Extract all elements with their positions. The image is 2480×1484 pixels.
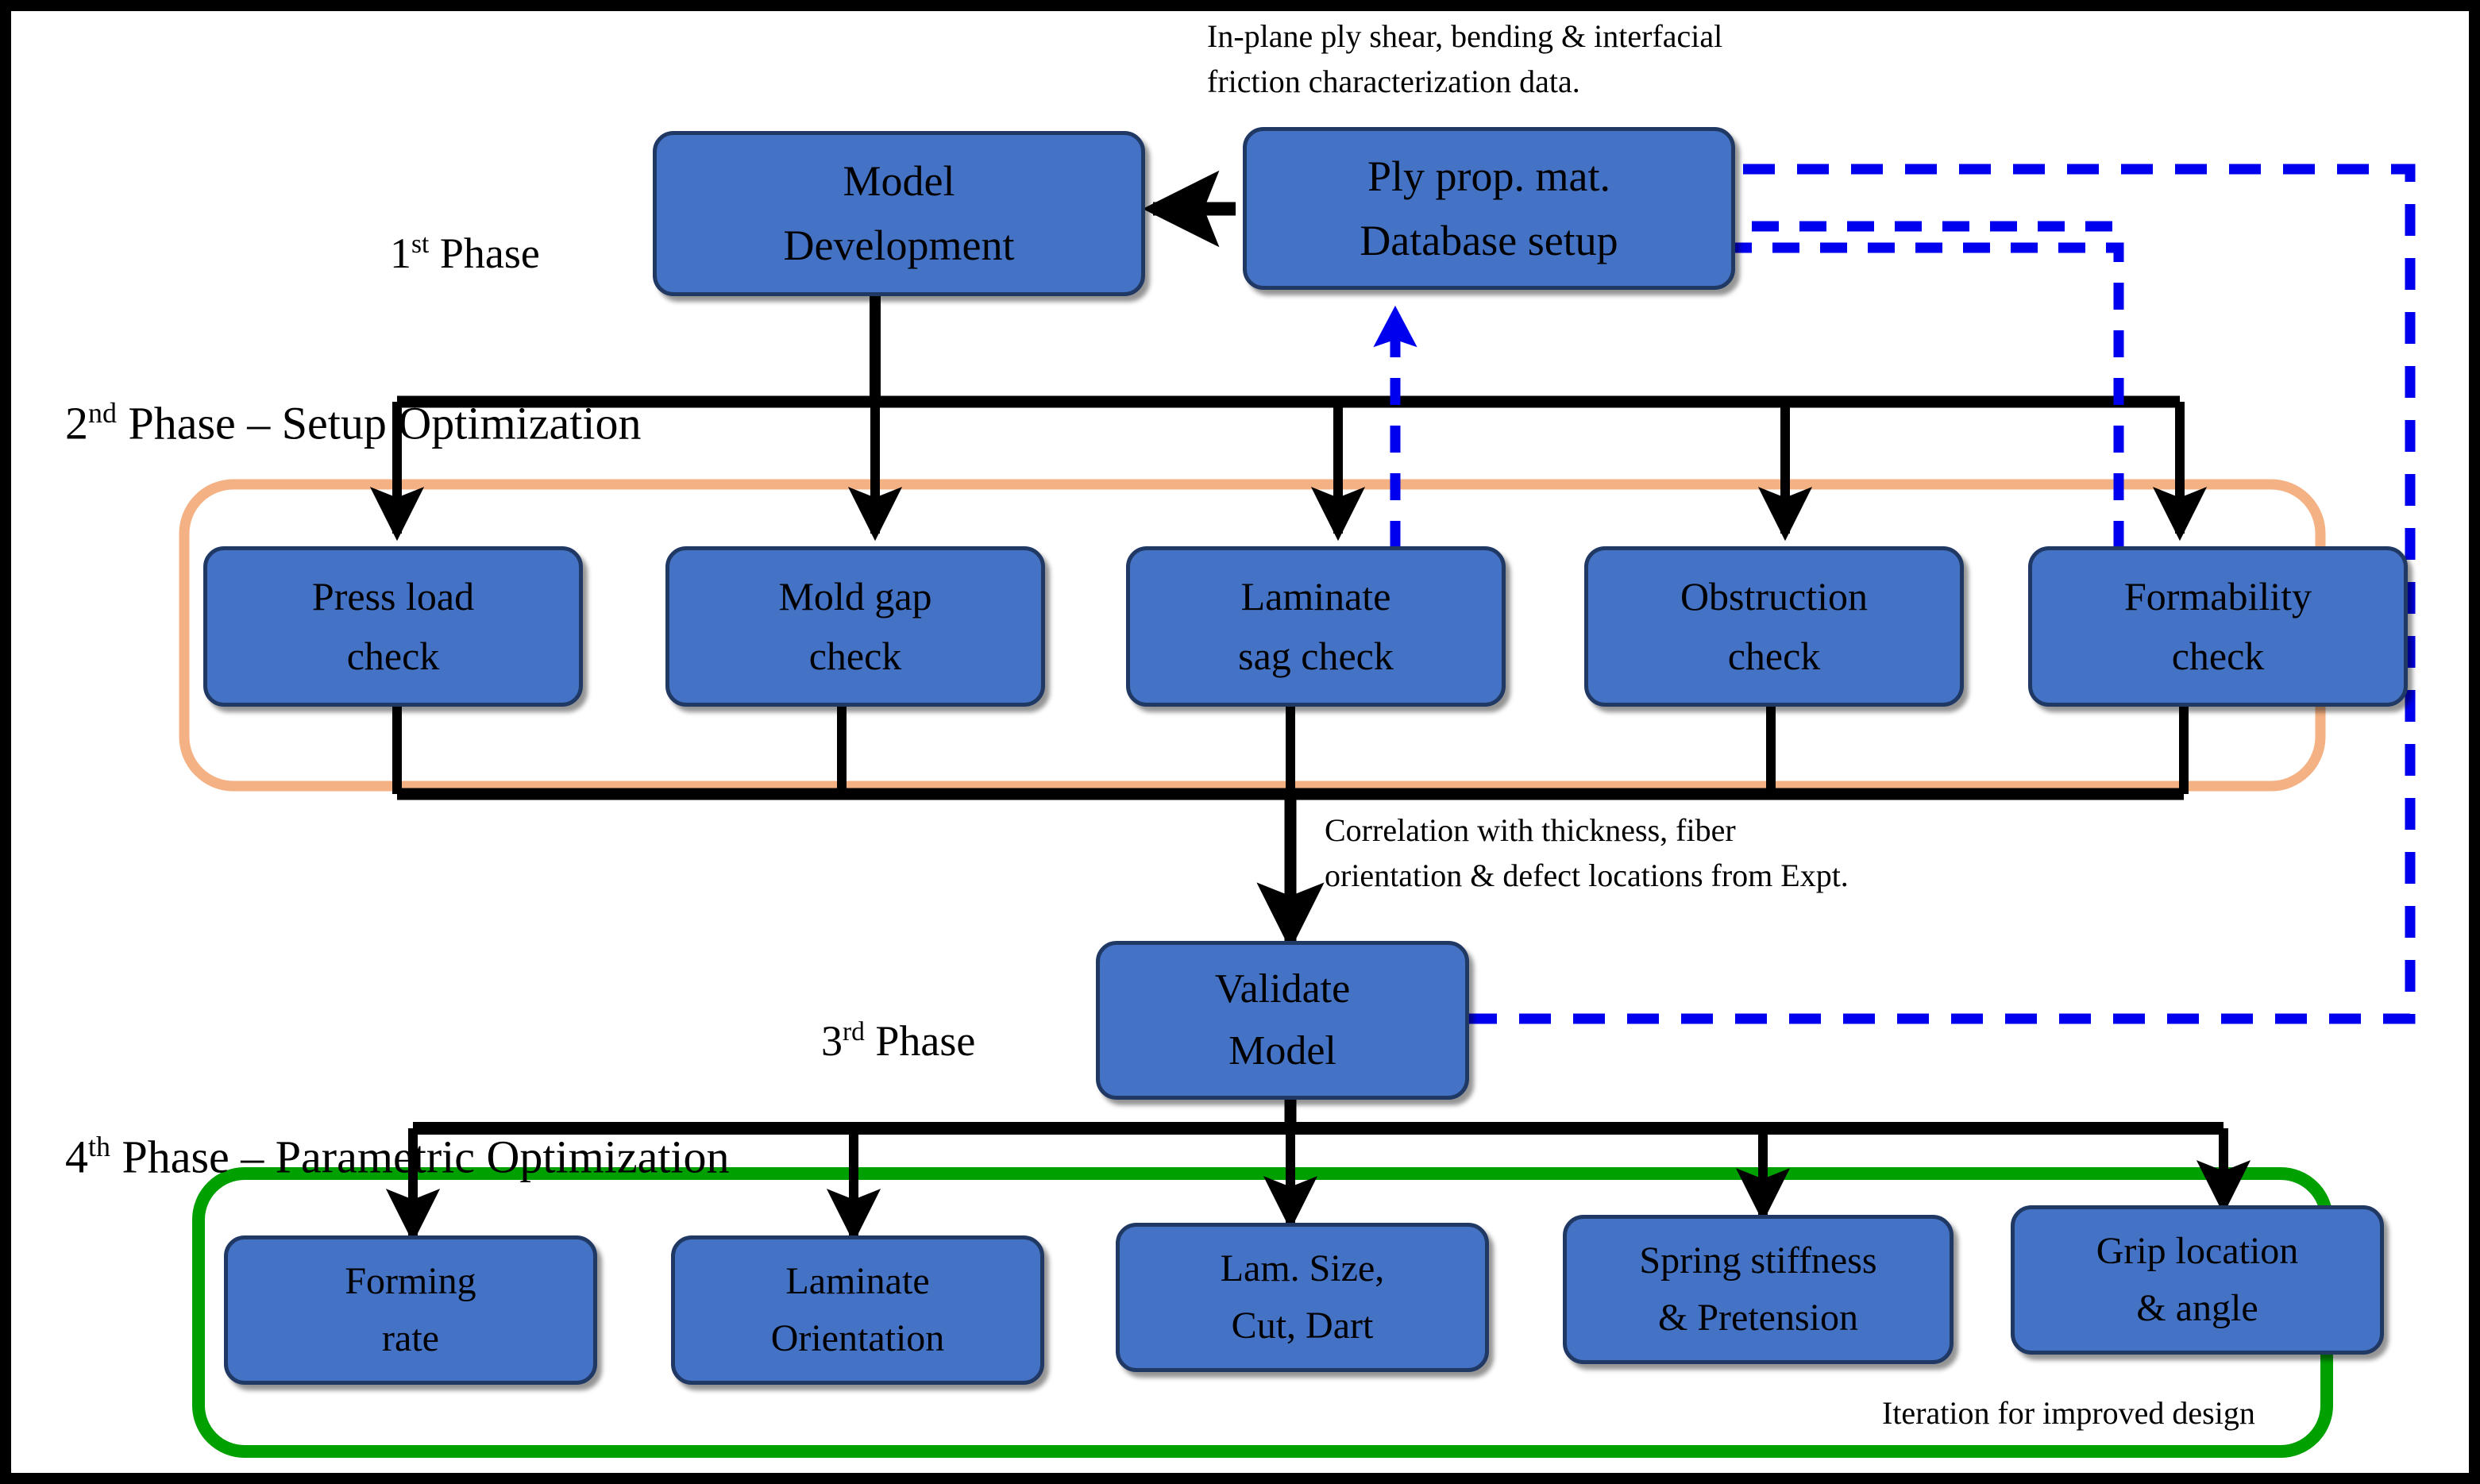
node-obstruction-check-line1: Obstruction: [1680, 574, 1869, 619]
note-material-data-line1: In-plane ply shear, bending & interfacia…: [1207, 18, 1723, 54]
phase3-suffix: rd: [843, 1017, 865, 1047]
node-laminate-sag-check[interactable]: Laminate sag check: [1126, 546, 1506, 707]
note-material-data-line2: friction characterization data.: [1207, 63, 1580, 99]
phase2-label: 2nd Phase – Setup Optimization: [19, 343, 641, 503]
phase1-text: Phase: [429, 229, 540, 277]
node-formability-check-line2: check: [2171, 634, 2265, 678]
phase4-text: Phase – Parametric Optimization: [110, 1131, 730, 1183]
phase3-text: Phase: [864, 1017, 976, 1065]
phase1-ordinal: 1: [390, 229, 411, 277]
phase3-ordinal: 3: [821, 1017, 843, 1065]
node-model-development-line1: Model: [843, 157, 955, 205]
node-validate-model-line1: Validate: [1214, 966, 1351, 1012]
node-spring-stiffness-line2: & Pretension: [1658, 1297, 1858, 1339]
phase4-label: 4th Phase – Parametric Optimization: [19, 1077, 730, 1236]
phase2-suffix: nd: [88, 397, 117, 429]
node-lam-size-cut-dart[interactable]: Lam. Size, Cut, Dart: [1116, 1223, 1489, 1372]
note-iteration: Iteration for improved design: [1882, 1391, 2255, 1436]
node-laminate-sag-check-line2: sag check: [1238, 634, 1394, 678]
node-ply-database-setup[interactable]: Ply prop. mat. Database setup: [1243, 127, 1735, 290]
node-laminate-orientation-line1: Laminate: [785, 1260, 930, 1302]
phase4-ordinal: 4: [65, 1131, 88, 1183]
phase4-suffix: th: [88, 1131, 110, 1162]
node-lam-size-cut-dart-line2: Cut, Dart: [1231, 1305, 1374, 1347]
node-grip-location-line1: Grip location: [2096, 1230, 2299, 1272]
node-press-load-check[interactable]: Press load check: [203, 546, 583, 707]
node-obstruction-check[interactable]: Obstruction check: [1584, 546, 1964, 707]
node-spring-stiffness[interactable]: Spring stiffness & Pretension: [1563, 1215, 1954, 1364]
node-grip-location-line2: & angle: [2136, 1287, 2258, 1329]
node-model-development[interactable]: Model Development: [653, 131, 1145, 296]
note-correlation-line2: orientation & defect locations from Expt…: [1325, 857, 1849, 893]
node-model-development-line2: Development: [783, 222, 1015, 269]
node-mold-gap-check[interactable]: Mold gap check: [665, 546, 1045, 707]
node-mold-gap-check-line2: check: [808, 634, 902, 678]
node-spring-stiffness-line1: Spring stiffness: [1639, 1239, 1877, 1282]
node-formability-check-line1: Formability: [2123, 574, 2312, 619]
node-validate-model-line2: Model: [1228, 1028, 1336, 1073]
note-correlation-line1: Correlation with thickness, fiber: [1325, 812, 1736, 848]
node-forming-rate[interactable]: Forming rate: [224, 1235, 597, 1385]
node-validate-model[interactable]: Validate Model: [1096, 941, 1469, 1100]
node-laminate-orientation-line2: Orientation: [770, 1317, 945, 1359]
node-forming-rate-line2: rate: [382, 1317, 439, 1359]
node-ply-database-setup-line1: Ply prop. mat.: [1367, 152, 1610, 200]
note-correlation: Correlation with thickness, fiber orient…: [1325, 808, 2127, 899]
node-formability-check[interactable]: Formability check: [2028, 546, 2408, 707]
note-material-data: In-plane ply shear, bending & interfacia…: [1207, 14, 1922, 105]
node-mold-gap-check-line1: Mold gap: [778, 574, 932, 619]
phase2-text: Phase – Setup Optimization: [116, 397, 642, 449]
node-press-load-check-line1: Press load: [311, 574, 475, 619]
phase2-ordinal: 2: [65, 397, 88, 449]
node-obstruction-check-line2: check: [1727, 634, 1821, 678]
node-forming-rate-line1: Forming: [345, 1260, 476, 1302]
feedback-validate-to-database: [1248, 147, 2416, 1024]
phase3-label: 3rd Phase: [778, 967, 975, 1115]
node-lam-size-cut-dart-line1: Lam. Size,: [1220, 1247, 1385, 1289]
node-grip-location[interactable]: Grip location & angle: [2011, 1205, 2384, 1355]
note-iteration-text: Iteration for improved design: [1882, 1395, 2255, 1431]
node-laminate-sag-check-line1: Laminate: [1240, 574, 1391, 619]
node-press-load-check-line2: check: [346, 634, 440, 678]
node-laminate-orientation[interactable]: Laminate Orientation: [671, 1235, 1044, 1385]
node-ply-database-setup-line2: Database setup: [1360, 216, 1618, 264]
phase1-label: 1st Phase: [347, 179, 540, 327]
phase1-suffix: st: [411, 229, 430, 259]
